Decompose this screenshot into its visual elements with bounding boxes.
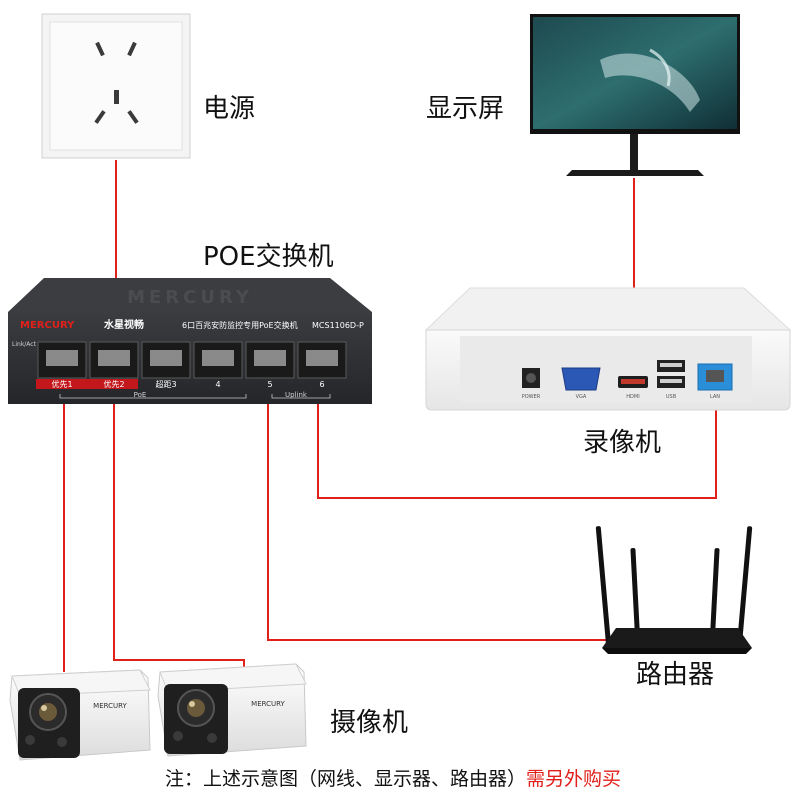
switch-uplink-label: Uplink xyxy=(285,391,308,399)
label-power: 电源 xyxy=(203,94,256,124)
switch-port-3 xyxy=(141,341,191,379)
switch-port-2 xyxy=(89,341,139,379)
label-monitor: 显示屏 xyxy=(426,94,505,124)
footnote-text: 注：上述示意图（网线、显示器、路由器） xyxy=(165,768,527,790)
switch-ports xyxy=(37,341,347,379)
switch-port-label-1: 优先1 xyxy=(51,379,72,389)
switch-port-label-3: 超距3 xyxy=(155,379,176,389)
label-nvr: 录像机 xyxy=(583,428,662,458)
switch-model: MCS1106D-P xyxy=(312,321,364,330)
label-router: 路由器 xyxy=(636,660,715,690)
switch-port-4 xyxy=(193,341,243,379)
switch-port-label-5: 5 xyxy=(267,380,272,389)
footnote: 注：上述示意图（网线、显示器、路由器）需另外购买 xyxy=(165,764,621,791)
priority-port-band xyxy=(36,379,138,389)
switch-port-label-4: 4 xyxy=(215,380,220,389)
camera-1-brand: MERCURY xyxy=(93,702,127,710)
nvr-vga-port xyxy=(561,367,601,391)
switch-link-label: Link/Act xyxy=(12,341,37,348)
switch-brand-cn: 水星视畅 xyxy=(103,318,144,331)
switch-embossed-brand: MERCURY xyxy=(127,287,253,308)
switch-description: 6口百兆安防监控专用PoE交换机 xyxy=(182,320,298,330)
nvr: POWER VGA HDMI USB LAN xyxy=(424,287,792,411)
switch-poe-label: PoE xyxy=(134,391,147,399)
nvr-port-label-vga: VGA xyxy=(576,394,587,400)
switch-brand: MERCURY xyxy=(20,320,75,331)
nvr-port-label-power: POWER xyxy=(522,394,541,400)
power-outlet xyxy=(41,13,191,159)
nvr-ports xyxy=(522,360,733,391)
footnote-highlight: 需另外购买 xyxy=(526,768,622,790)
label-poe-switch: POE交换机 xyxy=(203,242,334,272)
switch-port-label-2: 优先2 xyxy=(103,379,124,389)
camera-2-brand: MERCURY xyxy=(251,700,285,708)
cable-port6-to-nvr-lan xyxy=(317,386,717,499)
switch-port-6 xyxy=(297,341,347,379)
switch-port-5 xyxy=(245,341,295,379)
camera-1: MERCURY xyxy=(9,669,151,761)
cable-port2-to-camera2 xyxy=(113,392,245,668)
camera-2: MERCURY xyxy=(157,663,307,757)
three-pin-socket xyxy=(94,90,139,124)
switch-port-label-6: 6 xyxy=(319,380,324,389)
nvr-port-label-hdmi: HDMI xyxy=(626,394,639,400)
cable-port5-to-router xyxy=(267,392,615,641)
monitor xyxy=(530,14,740,176)
switch-port-1 xyxy=(37,341,87,379)
two-pin-socket xyxy=(95,41,137,57)
label-camera: 摄像机 xyxy=(330,708,409,738)
cables xyxy=(63,160,717,672)
poe-switch: MERCURY MERCURY 水星视畅 6口百兆安防监控专用PoE交换机 MC… xyxy=(8,278,372,404)
nvr-port-label-lan: LAN xyxy=(710,394,720,400)
router xyxy=(595,526,753,654)
nvr-port-label-usb: USB xyxy=(666,394,677,400)
